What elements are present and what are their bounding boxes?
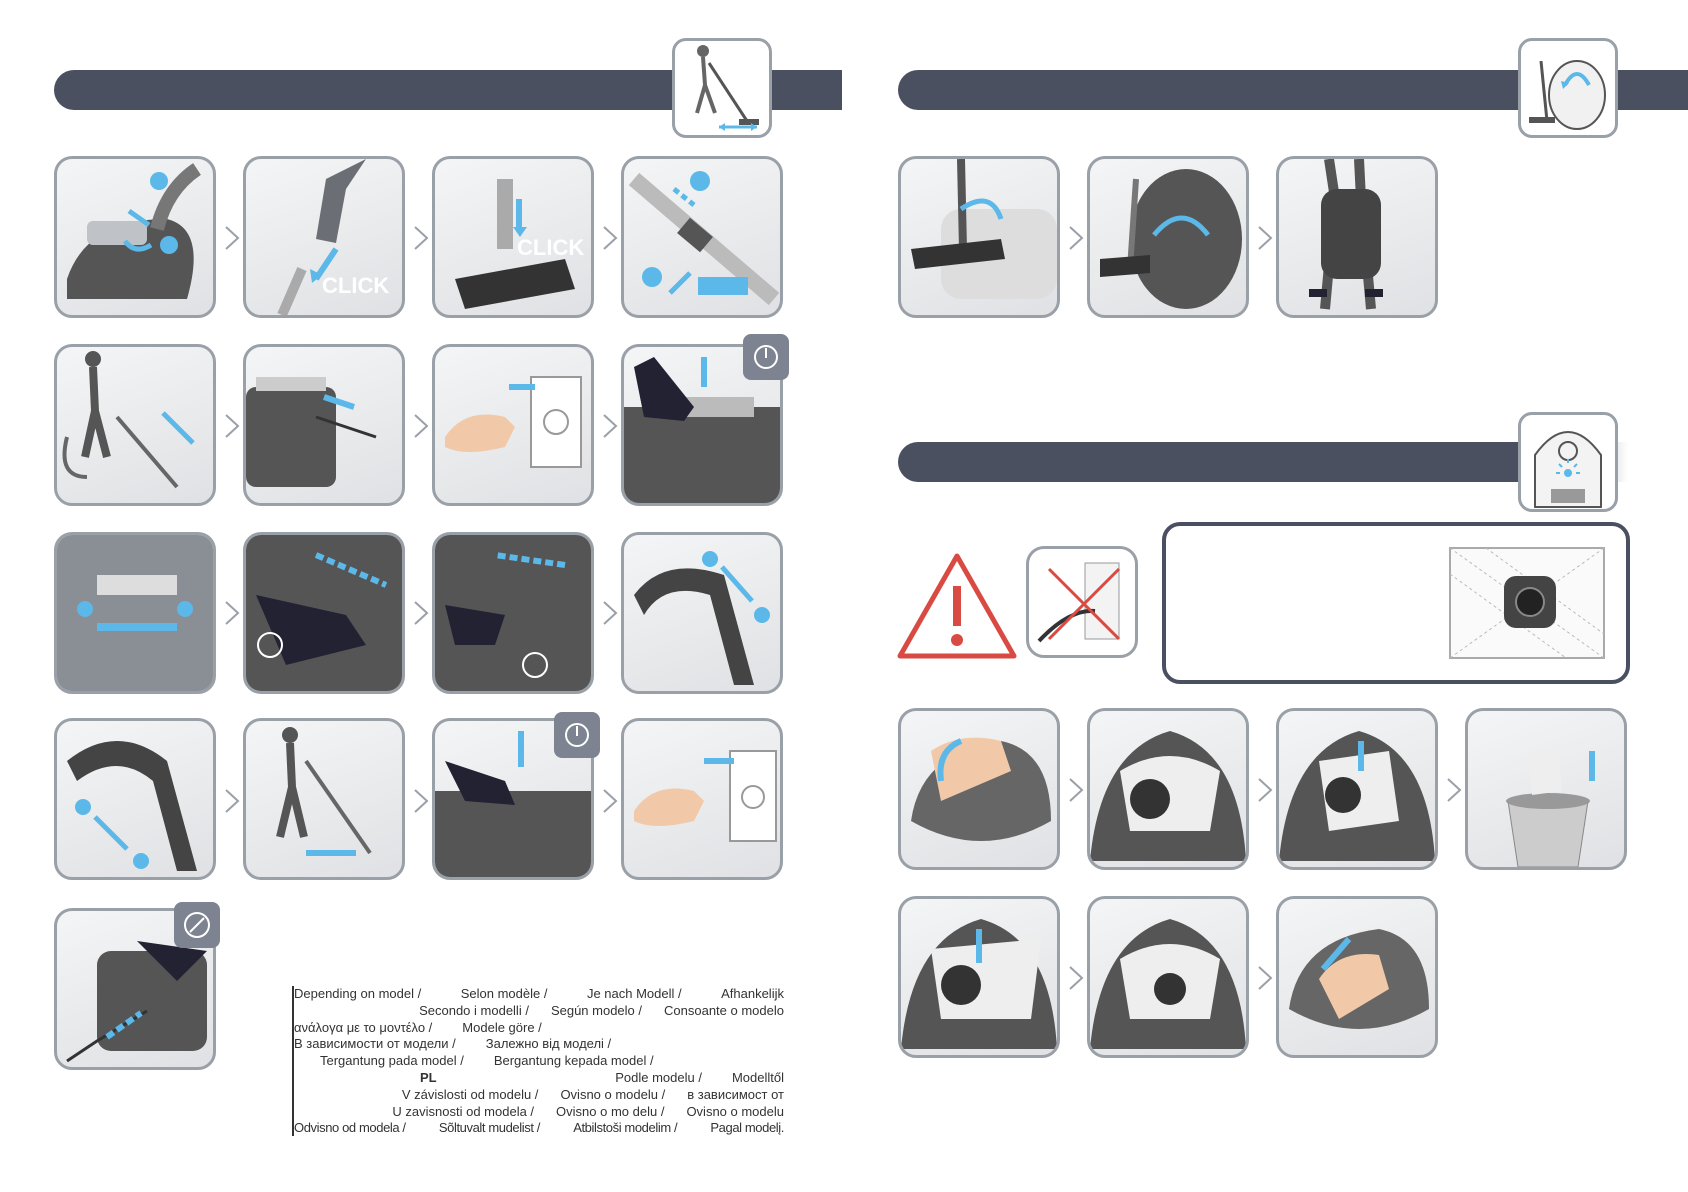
- next-step-chevron: [225, 601, 240, 625]
- step-carry-vacuum: [1276, 156, 1438, 318]
- next-step-chevron: [603, 789, 618, 813]
- next-step-chevron: [225, 789, 240, 813]
- step-dispose-bag: [1465, 708, 1627, 870]
- step-handle-control: [621, 532, 783, 694]
- power-icon: [743, 334, 789, 380]
- step-bag-compartment: [1087, 708, 1249, 870]
- click-label: CLICK: [322, 273, 389, 298]
- step-handle-airflow: [54, 718, 216, 880]
- step-attach-tube: CLICK: [243, 156, 405, 318]
- cord-rewind-icon: [174, 902, 220, 948]
- next-step-chevron: [225, 414, 240, 438]
- lang-text: Ovisno o modelu: [686, 1103, 784, 1119]
- next-step-chevron: [225, 226, 240, 250]
- step-vacuum-floor: [243, 718, 405, 880]
- bag-info-box: [1162, 522, 1630, 684]
- next-step-chevron: [1258, 966, 1273, 990]
- lang-text: Atbilstoši modelim /: [573, 1120, 678, 1136]
- next-step-chevron: [1447, 778, 1462, 802]
- lang-text: Selon modèle /: [460, 986, 548, 1001]
- next-step-chevron: [603, 226, 618, 250]
- language-divider: [292, 986, 294, 1136]
- lang-text: Podle modelu /: [615, 1069, 702, 1085]
- step-pull-out-cord: [243, 344, 405, 506]
- step-adjust-tube-length: [54, 344, 216, 506]
- lang-text: Je nach Modell /: [586, 986, 682, 1001]
- step-remove-bag: [1276, 708, 1438, 870]
- next-step-chevron: [603, 414, 618, 438]
- vacuum-carry-icon: [1518, 38, 1618, 138]
- lang-text: Pagal modelį.: [710, 1120, 784, 1136]
- next-step-chevron: [1258, 226, 1273, 250]
- lang-text: Modele göre /: [462, 1019, 542, 1035]
- lang-text: Odvisno od modela /: [294, 1120, 406, 1136]
- floor-vacuuming-icon: [672, 38, 772, 138]
- step-open-lid: [898, 708, 1060, 870]
- step-insert-new-bag: [898, 896, 1060, 1058]
- step-adjust-telescopic-tube: [621, 156, 783, 318]
- lang-text: Consoante o modelo: [664, 1002, 784, 1018]
- step-decrease-power: [432, 532, 594, 694]
- lang-text: U zavisnosti od modela /: [392, 1103, 535, 1119]
- next-step-chevron: [1258, 778, 1273, 802]
- lang-text: ανάλογα με το μοντέλο /: [294, 1019, 433, 1035]
- lang-text: Afhankelijk: [721, 986, 784, 1001]
- lang-text: Ovisno o modelu /: [560, 1086, 666, 1102]
- lang-text: PL: [420, 1069, 437, 1085]
- step-store-upright: [1087, 156, 1249, 318]
- bag-indicator-icon: [1518, 412, 1618, 512]
- section-bar-bag: [898, 442, 1628, 482]
- no-plug-icon: [1026, 546, 1138, 658]
- step-attach-hose: [54, 156, 216, 318]
- lang-text: Tergantung pada model /: [320, 1053, 464, 1069]
- lang-text: Según modelo /: [550, 1002, 643, 1018]
- step-increase-power: [243, 532, 405, 694]
- next-step-chevron: [414, 226, 429, 250]
- next-step-chevron: [603, 601, 618, 625]
- warning-triangle-icon: [897, 553, 1017, 659]
- step-attach-nozzle: CLICK: [432, 156, 594, 318]
- step-power-slider: [54, 532, 216, 694]
- lang-text: Secondo i modelli /: [419, 1002, 529, 1018]
- next-step-chevron: [414, 601, 429, 625]
- next-step-chevron: [1069, 778, 1084, 802]
- lang-text: Залежно від моделі /: [485, 1036, 612, 1052]
- next-step-chevron: [1069, 966, 1084, 990]
- step-unplug: [621, 718, 783, 880]
- next-step-chevron: [414, 789, 429, 813]
- lang-text: V závislosti od modelu /: [401, 1086, 539, 1102]
- click-label: CLICK: [517, 235, 584, 260]
- lang-text: Modelltől: [731, 1069, 784, 1085]
- lang-text: Sõltuvalt mudelist /: [438, 1120, 541, 1136]
- step-close-lid: [1276, 896, 1438, 1058]
- lang-text: В зависимости от модели /: [294, 1036, 456, 1052]
- power-icon: [554, 712, 600, 758]
- step-bag-installed: [1087, 896, 1249, 1058]
- lang-text: Depending on model /: [294, 986, 422, 1001]
- step-rewind-cord: [54, 908, 216, 1070]
- step-plug-in: [432, 344, 594, 506]
- depending-on-model-list: Depending on model / Selon modèle / Je nac…: [294, 986, 784, 1137]
- lang-text: в зависимост от: [687, 1086, 784, 1102]
- lang-text: Bergantung kepada model /: [493, 1053, 654, 1069]
- next-step-chevron: [414, 414, 429, 438]
- next-step-chevron: [1069, 226, 1084, 250]
- lang-text: Ovisno o mo delu /: [556, 1103, 665, 1119]
- dust-bag-icon: [1449, 547, 1605, 659]
- step-park-nozzle: [898, 156, 1060, 318]
